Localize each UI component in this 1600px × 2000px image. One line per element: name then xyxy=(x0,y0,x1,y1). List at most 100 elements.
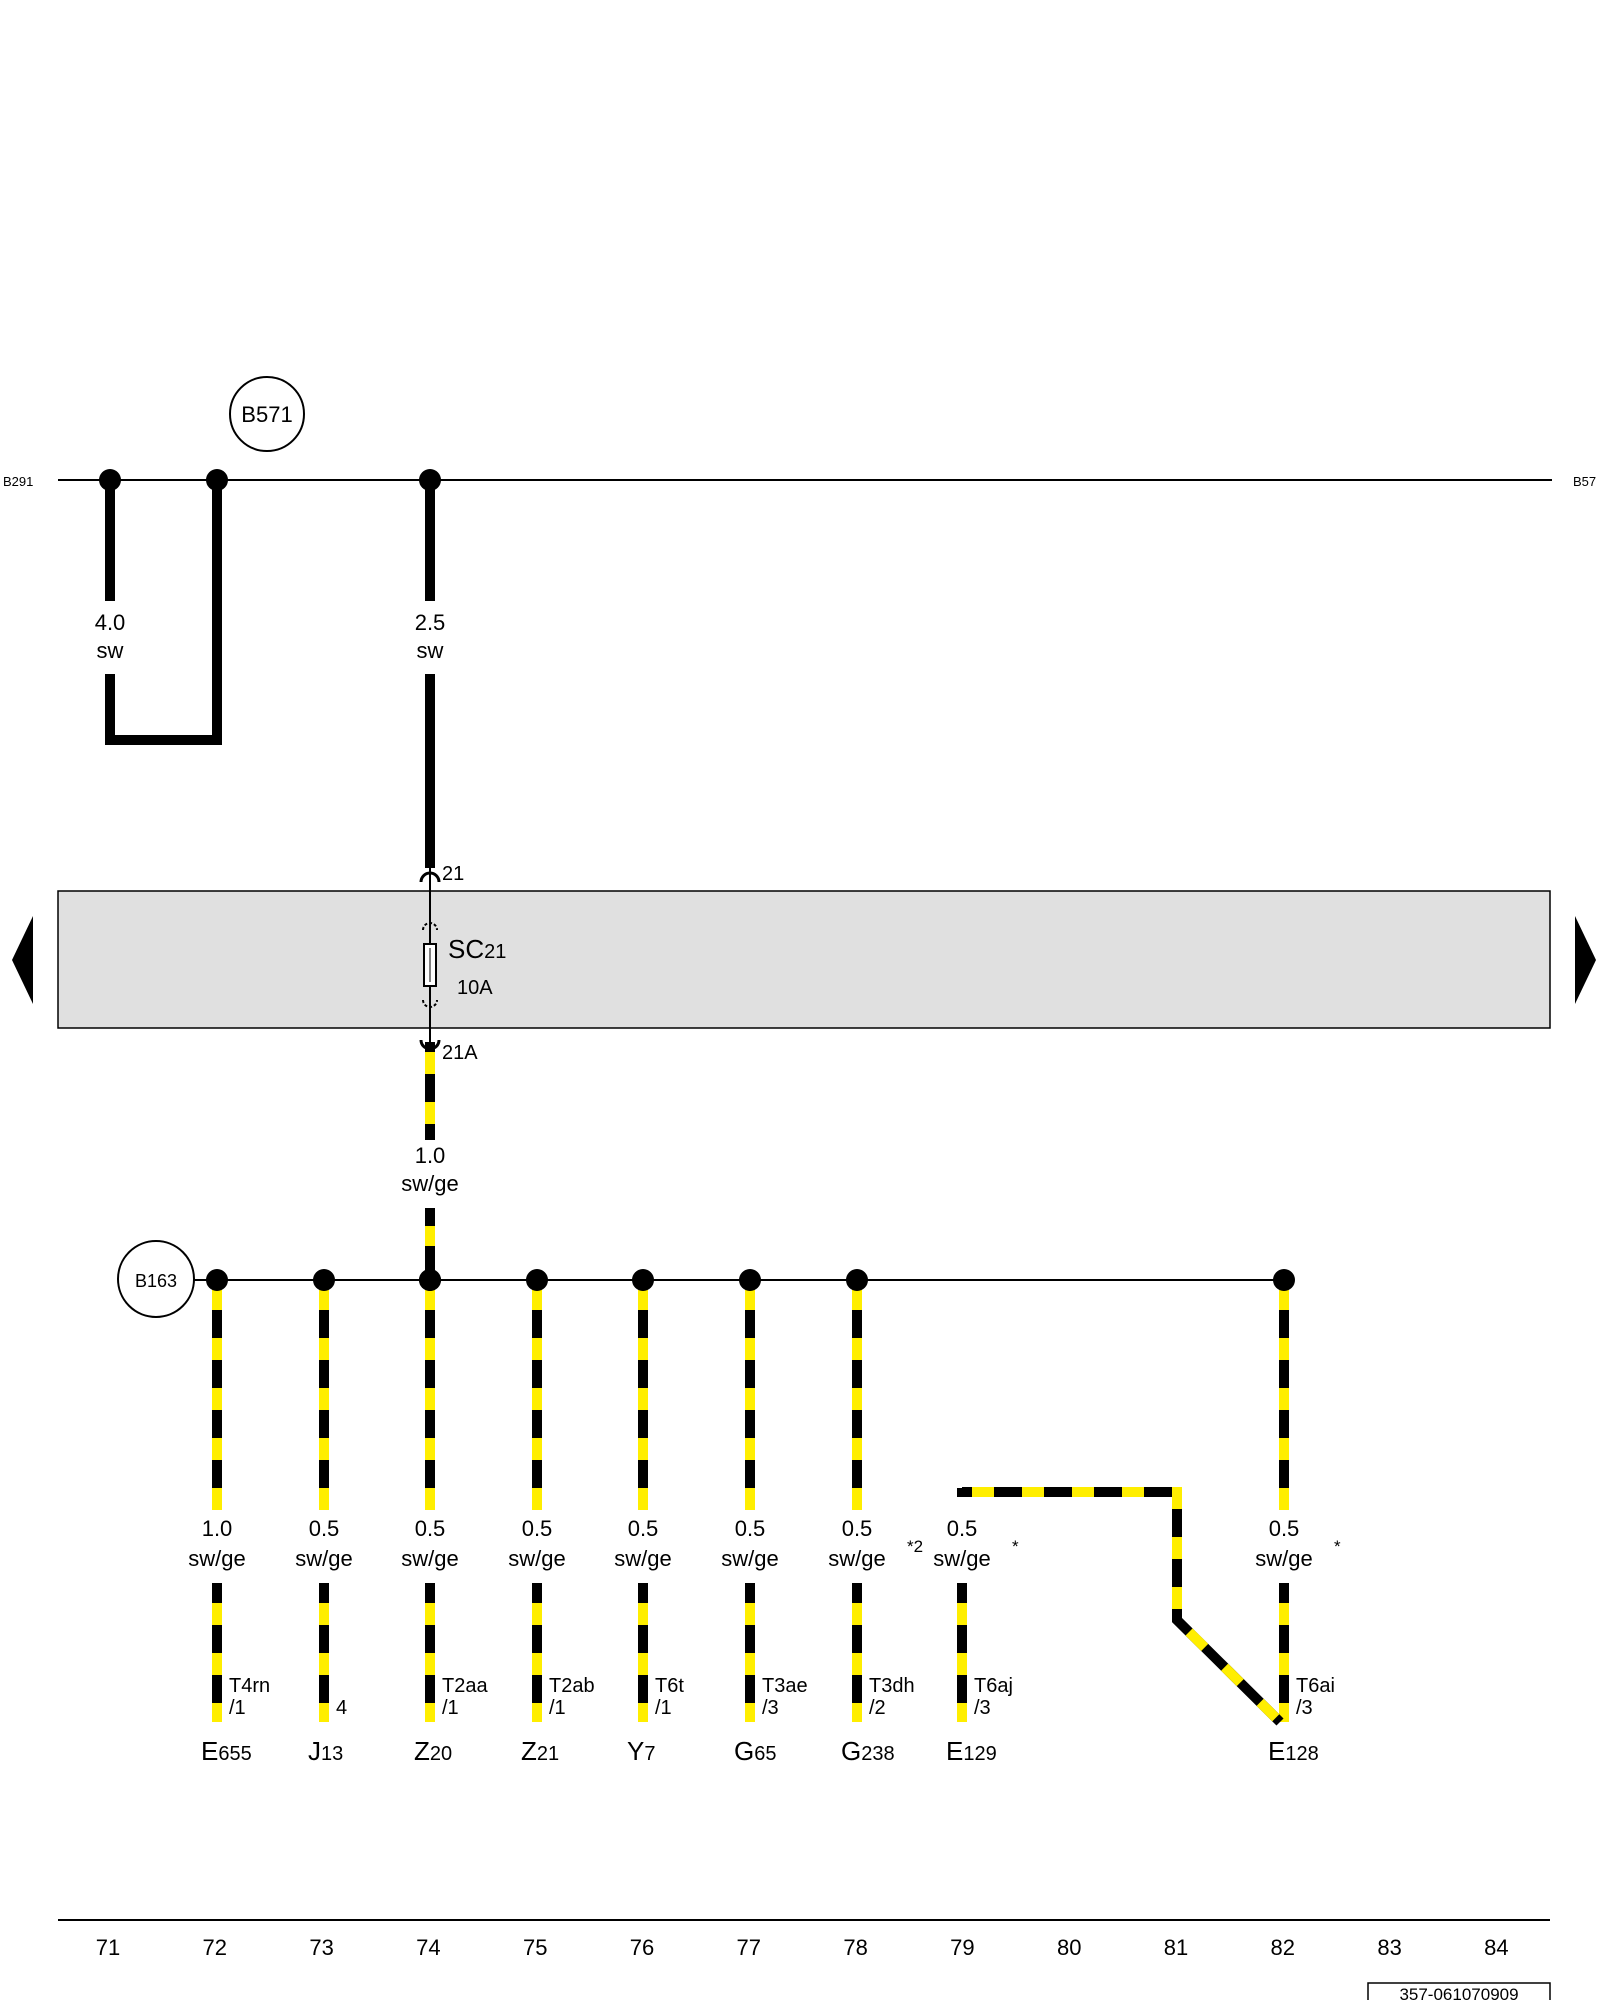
component-number: 7 xyxy=(644,1743,655,1765)
branch-pin: /1 xyxy=(229,1697,246,1719)
junction-dot xyxy=(739,1269,761,1291)
fuse-internal-top-connector xyxy=(422,922,438,931)
component-letter: Z xyxy=(414,1736,430,1766)
previous-page-arrow-icon[interactable] xyxy=(12,916,33,1004)
branch-pin: /2 xyxy=(869,1697,886,1719)
component-letter: E xyxy=(946,1736,963,1766)
branch-component-label: J13 xyxy=(308,1736,343,1766)
wire-e129-route xyxy=(957,1487,1284,1726)
branch-note: * xyxy=(1012,1537,1019,1556)
fuse-pin-out-label: 21A xyxy=(442,1042,478,1064)
branch-connector: T6aj xyxy=(974,1675,1013,1697)
fuse-name-main: SC xyxy=(448,934,484,964)
column-number: 73 xyxy=(309,1935,333,1960)
fuse-name-number: 21 xyxy=(484,941,506,963)
wire-2-5-gauge: 2.5 xyxy=(415,610,446,635)
column-number: 77 xyxy=(737,1935,761,1960)
branch-component-label: G238 xyxy=(841,1736,895,1766)
column-number: 72 xyxy=(203,1935,227,1960)
junction-dot xyxy=(419,1269,441,1291)
branch-color: sw/ge xyxy=(188,1546,245,1571)
component-number: 21 xyxy=(537,1743,559,1765)
branch-connector: T6ai xyxy=(1296,1675,1335,1697)
branch-connector: T3ae xyxy=(762,1675,808,1697)
fuse-box-band xyxy=(57,890,1551,1029)
column-number: 76 xyxy=(630,1935,654,1960)
component-letter: J xyxy=(308,1736,321,1766)
edge-label-left: B291 xyxy=(3,474,33,489)
branch-pin: /1 xyxy=(655,1697,672,1719)
component-number: 20 xyxy=(430,1743,452,1765)
junction-dot xyxy=(526,1269,548,1291)
branch-component-label: E129 xyxy=(946,1736,997,1766)
column-number: 81 xyxy=(1164,1935,1188,1960)
branch-connector: T4rn xyxy=(229,1675,270,1697)
branch-color: sw/ge xyxy=(401,1546,458,1571)
branch-gauge: 0.5 xyxy=(415,1516,446,1541)
fuse-rating: 10A xyxy=(457,977,493,999)
component-letter: E xyxy=(1268,1736,1285,1766)
component-number: 65 xyxy=(754,1743,776,1765)
fuse-name: SC21 xyxy=(448,934,506,964)
column-number: 80 xyxy=(1057,1935,1081,1960)
branch-connector: T2aa xyxy=(442,1675,488,1697)
component-number: 238 xyxy=(861,1743,894,1765)
component-letter: Z xyxy=(521,1736,537,1766)
edge-label-right: B57 xyxy=(1573,474,1596,489)
branch-pin: /3 xyxy=(974,1697,991,1719)
branch-color: sw/ge xyxy=(508,1546,565,1571)
branch-gauge: 0.5 xyxy=(735,1516,766,1541)
feed-wire-gauge: 1.0 xyxy=(415,1143,446,1168)
splice-b163-circle xyxy=(117,1240,195,1318)
drawing-number-box xyxy=(1367,1982,1551,2000)
component-letter: G xyxy=(841,1736,861,1766)
feed-wire-color: sw/ge xyxy=(401,1171,458,1196)
wire-4-0-gauge: 4.0 xyxy=(95,610,126,635)
junction-dot xyxy=(99,469,121,491)
branch-component-label: E128 xyxy=(1268,1736,1319,1766)
column-number: 82 xyxy=(1271,1935,1295,1960)
branch-wires: 1.0sw/geT4rn/1E6550.5sw/ge4J130.5sw/geT2… xyxy=(188,1269,1341,1766)
branch-pin: /1 xyxy=(442,1697,459,1719)
fuse-internal-bottom-connector xyxy=(422,999,438,1008)
branch-component-label: Z20 xyxy=(414,1736,452,1766)
component-number: 129 xyxy=(963,1743,996,1765)
branch-connector: T2ab xyxy=(549,1675,595,1697)
fuse-sc21[interactable] xyxy=(419,868,441,1052)
fuse-pin-in-label: 21 xyxy=(442,863,464,885)
branch-color: sw/ge xyxy=(828,1546,885,1571)
component-letter: G xyxy=(734,1736,754,1766)
branch-pin: 4 xyxy=(336,1697,347,1719)
branch-gauge: 0.5 xyxy=(842,1516,873,1541)
junction-dot xyxy=(206,1269,228,1291)
branch-component-label: E655 xyxy=(201,1736,252,1766)
branch-gauge: 0.5 xyxy=(309,1516,340,1541)
branch-gauge: 0.5 xyxy=(522,1516,553,1541)
branch-gauge: 0.5 xyxy=(947,1516,978,1541)
column-number: 79 xyxy=(950,1935,974,1960)
branch-gauge: 0.5 xyxy=(1269,1516,1300,1541)
branch-component-label: G65 xyxy=(734,1736,776,1766)
branch-color: sw/ge xyxy=(933,1546,990,1571)
branch-component-label: Z21 xyxy=(521,1736,559,1766)
column-number: 71 xyxy=(96,1935,120,1960)
branch-color: sw/ge xyxy=(614,1546,671,1571)
column-number: 78 xyxy=(843,1935,867,1960)
column-number: 75 xyxy=(523,1935,547,1960)
wire-2-5-color: sw xyxy=(417,638,444,663)
column-number: 84 xyxy=(1484,1935,1508,1960)
component-number: 655 xyxy=(218,1743,251,1765)
branch-connector: T3dh xyxy=(869,1675,915,1697)
wire-4-0-color: sw xyxy=(97,638,124,663)
component-letter: Y xyxy=(627,1736,644,1766)
junction-dot xyxy=(1273,1269,1295,1291)
branch-color: sw/ge xyxy=(1255,1546,1312,1571)
splice-b571-label: B571 xyxy=(241,402,292,427)
branch-component-label: Y7 xyxy=(627,1736,655,1766)
next-page-arrow-icon[interactable] xyxy=(1575,916,1596,1004)
branch-color: sw/ge xyxy=(721,1546,778,1571)
component-number: 13 xyxy=(321,1743,343,1765)
branch-pin: /1 xyxy=(549,1697,566,1719)
column-number: 83 xyxy=(1377,1935,1401,1960)
